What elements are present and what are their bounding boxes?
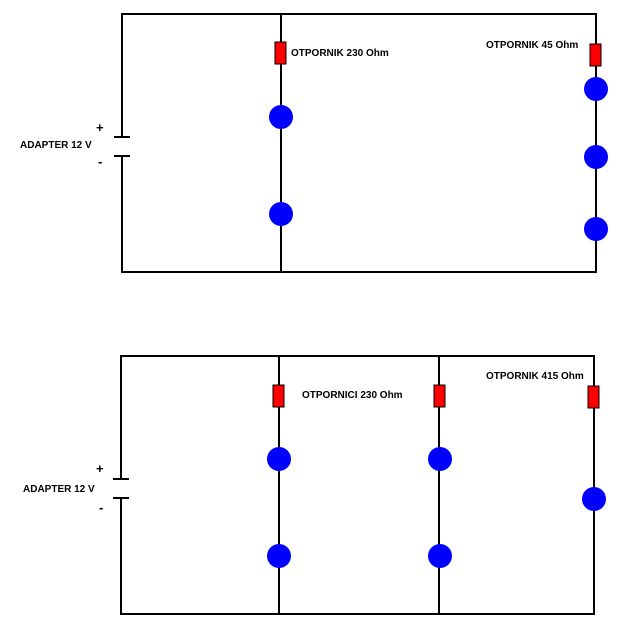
circuit-2-resistor-230-a <box>272 384 285 408</box>
circuit-2-bulb-right-1 <box>582 487 606 511</box>
circuit-2-minus-sign: - <box>99 500 103 515</box>
circuit-2-resistor-230-b <box>433 384 446 408</box>
circuit-1-minus-sign: - <box>98 154 102 169</box>
circuit-1-resistor-label-230: OTPORNIK 230 Ohm <box>291 48 389 59</box>
circuit-1-top-left-wire <box>121 13 597 273</box>
circuit-2-bulb-left-1 <box>267 447 291 471</box>
circuit-1-plus-sign: + <box>96 120 104 135</box>
circuit-2-resistors-label-230: OTPORNICI 230 Ohm <box>302 390 403 401</box>
circuit-1-bulb-right-2 <box>584 145 608 169</box>
circuit-1: + - ADAPTER 12 V OTPORNIK 230 Ohm OTPORN… <box>20 13 608 273</box>
circuit-2-resistor-415 <box>587 385 600 409</box>
circuit-1-bulb-right-1 <box>584 77 608 101</box>
circuit-1-bulb-middle-2 <box>269 202 293 226</box>
circuit-2-resistor-label-415: OTPORNIK 415 Ohm <box>486 371 584 382</box>
circuit-2-outer-wire <box>120 355 595 615</box>
circuit-2-plus-sign: + <box>96 461 104 476</box>
circuit-1-bulb-middle-1 <box>269 105 293 129</box>
circuit-2-bulb-left-2 <box>267 544 291 568</box>
circuit-2: + - ADAPTER 12 V OTPORNICI 230 Ohm OTPOR… <box>23 355 606 615</box>
circuit-1-resistor-230 <box>274 41 287 65</box>
circuit-2-adapter-label: ADAPTER 12 V <box>23 484 95 495</box>
circuit-1-resistor-label-45: OTPORNIK 45 Ohm <box>486 40 578 51</box>
circuit-1-bulb-right-3 <box>584 217 608 241</box>
circuit-1-resistor-45 <box>589 43 602 67</box>
circuit-1-adapter-label: ADAPTER 12 V <box>20 140 92 151</box>
circuit-2-bulb-middle-2 <box>428 544 452 568</box>
circuit-2-bulb-middle-1 <box>428 447 452 471</box>
